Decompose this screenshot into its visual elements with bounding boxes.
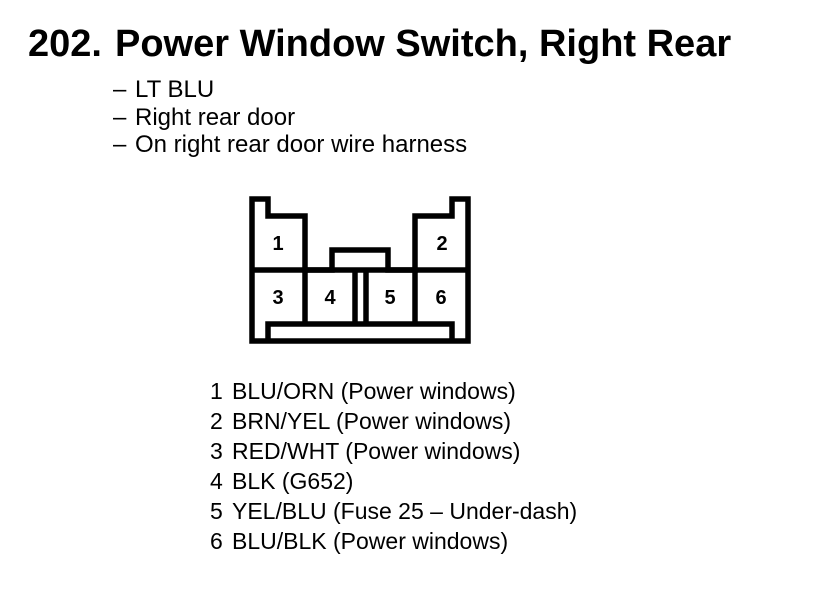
figure-heading: 202. Power Window Switch, Right Rear xyxy=(28,24,731,64)
note-text: LT BLU xyxy=(135,76,215,103)
note-item: –Right rear door xyxy=(113,104,467,132)
pin-number: 5 xyxy=(210,498,223,524)
pin-number: 6 xyxy=(210,528,223,554)
pin-number: 4 xyxy=(210,468,223,494)
note-item: –On right rear door wire harness xyxy=(113,131,467,159)
pin-label: BRN/YEL (Power windows) xyxy=(232,408,512,434)
note-dash: – xyxy=(113,103,127,131)
pin-row: 4 BLK (G652) xyxy=(210,466,577,496)
connector-pin-2-label: 2 xyxy=(436,233,447,255)
pin-label: RED/WHT (Power windows) xyxy=(232,438,521,464)
connector-grid-lines xyxy=(252,267,468,341)
connector-pin-3-label: 3 xyxy=(272,287,283,309)
connector-pin-5-label: 5 xyxy=(384,287,395,309)
pin-list: 1 BLU/ORN (Power windows) 2 BRN/YEL (Power… xyxy=(210,376,577,556)
pin-number: 2 xyxy=(210,408,223,434)
pin-row: 1 BLU/ORN (Power windows) xyxy=(210,376,577,406)
pin-row: 2 BRN/YEL (Power windows) xyxy=(210,406,577,436)
note-item: –LT BLU xyxy=(113,76,467,104)
pin-label: BLU/BLK (Power windows) xyxy=(232,528,509,554)
figure-title: Power Window Switch, Right Rear xyxy=(114,23,732,65)
connector-pin-6-label: 6 xyxy=(435,287,446,309)
pin-row: 5 YEL/BLU (Fuse 25 – Under-dash) xyxy=(210,496,577,526)
pin-row: 6 BLU/BLK (Power windows) xyxy=(210,526,577,556)
note-dash: – xyxy=(113,76,127,103)
connector-pin-1-label: 1 xyxy=(272,233,283,255)
note-dash: – xyxy=(113,131,127,158)
pin-number: 3 xyxy=(210,438,223,464)
pin-label: BLU/ORN (Power windows) xyxy=(232,378,516,404)
pin-label: YEL/BLU (Fuse 25 – Under-dash) xyxy=(232,498,578,524)
notes-list: –LT BLU –Right rear door –On right rear … xyxy=(113,76,467,159)
note-text: Right rear door xyxy=(135,103,296,131)
pin-number: 1 xyxy=(210,378,223,404)
pin-row: 3 RED/WHT (Power windows) xyxy=(210,436,577,466)
note-text: On right rear door wire harness xyxy=(135,131,468,158)
figure-number: 202. xyxy=(28,23,102,65)
connector-pin-4-label: 4 xyxy=(324,287,336,309)
pin-label: BLK (G652) xyxy=(232,468,354,494)
